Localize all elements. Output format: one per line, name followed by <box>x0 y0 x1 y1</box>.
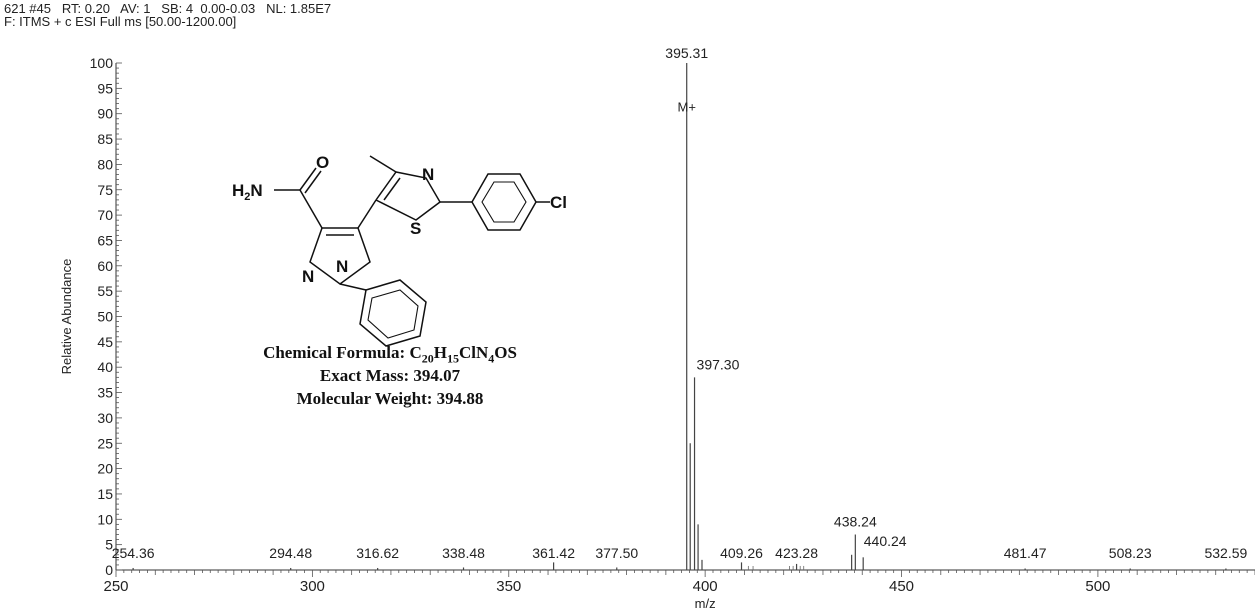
n-phenyl-ring <box>359 279 427 347</box>
x-tick-label: 450 <box>889 578 914 595</box>
peak-label: 361.42 <box>532 545 575 561</box>
chemical-formula: Chemical Formula: C20H15ClN4OS <box>263 343 517 366</box>
peak-label: 532.59 <box>1204 545 1247 561</box>
y-tick-label: 30 <box>97 410 113 426</box>
y-tick-label: 20 <box>97 461 113 477</box>
y-tick-label: 85 <box>97 131 113 147</box>
sulfur-label: S <box>410 219 421 238</box>
y-tick-label: 50 <box>97 309 113 325</box>
formula-element: ClN <box>458 343 489 362</box>
y-tick-label: 90 <box>97 106 113 122</box>
thiazole-double-bond <box>383 177 401 201</box>
y-tick-label: 65 <box>97 232 113 248</box>
y-tick-label: 45 <box>97 334 113 350</box>
y-tick-label: 35 <box>97 385 113 401</box>
pyrazole-n1-label: N <box>336 257 348 276</box>
peak-label: 423.28 <box>775 545 818 561</box>
pyrazole-thiazole-bond <box>357 199 377 229</box>
y-tick-label: 55 <box>97 283 113 299</box>
y-tick-label: 10 <box>97 511 113 527</box>
peak-label: 316.62 <box>356 545 399 561</box>
x-tick-label: 300 <box>300 578 325 595</box>
formula-element: C <box>409 343 422 362</box>
peak-label: 294.48 <box>269 545 312 561</box>
carbonyl-bond <box>299 167 317 191</box>
carboxamide-bond <box>299 189 323 229</box>
y-tick-label: 15 <box>97 486 113 502</box>
pyrazole-n2-label: N <box>302 267 314 286</box>
peak-label: 481.47 <box>1004 545 1047 561</box>
chlorine-label: Cl <box>550 193 567 212</box>
peak-label: 438.24 <box>834 514 877 530</box>
x-tick-label: 500 <box>1085 578 1110 595</box>
x-tick-label: 400 <box>693 578 718 595</box>
compound-info: Chemical Formula: C20H15ClN4OS Exact Mas… <box>205 341 575 410</box>
x-tick-label: 350 <box>496 578 521 595</box>
peak-label: 338.48 <box>442 545 485 561</box>
molecular-ion-annotation: M+ <box>678 100 696 115</box>
amide-nh2-label: H2N <box>232 181 263 203</box>
peak-label: 508.23 <box>1109 545 1152 561</box>
peak-label: 397.30 <box>697 356 740 372</box>
y-tick-label: 40 <box>97 359 113 375</box>
carbonyl-double-bond <box>304 170 322 194</box>
y-tick-label: 75 <box>97 182 113 198</box>
formula-value: C20H15ClN4OS <box>409 343 517 366</box>
y-tick-label: 80 <box>97 156 113 172</box>
y-tick-label: 5 <box>105 537 113 553</box>
formula-subscript: 4 <box>488 351 495 366</box>
x-axis-label: m/z <box>695 596 716 610</box>
formula-element: OS <box>494 343 517 362</box>
thiazole-n-label: N <box>422 165 434 184</box>
exact-mass: Exact Mass: 394.07 <box>319 366 461 385</box>
peak-label: 395.31 <box>665 45 708 61</box>
n-phenyl-bond <box>339 283 367 291</box>
formula-element: H <box>433 343 447 362</box>
x-tick-label: 250 <box>103 578 128 595</box>
y-tick-label: 70 <box>97 207 113 223</box>
chlorophenyl-inner-ring <box>481 181 527 223</box>
peak-label: 254.36 <box>112 545 155 561</box>
scan-info-header: 621 #45 RT: 0.20 AV: 1 SB: 4 0.00-0.03 N… <box>4 1 332 16</box>
y-tick-label: 60 <box>97 258 113 274</box>
molecular-structure: H2N O N S Cl N N <box>232 153 567 347</box>
peak-label: 377.50 <box>595 545 638 561</box>
y-tick-label: 95 <box>97 80 113 96</box>
thiazole-ring <box>375 171 441 221</box>
peak-label: 440.24 <box>864 533 907 549</box>
y-tick-label: 100 <box>90 55 114 71</box>
y-axis-label: Relative Abundance <box>59 259 74 375</box>
n-phenyl-inner-ring <box>367 289 419 339</box>
formula-subscript: 15 <box>446 351 459 366</box>
filter-info-header: F: ITMS + c ESI Full ms [50.00-1200.00] <box>4 14 237 29</box>
methyl-bond <box>369 155 397 173</box>
y-tick-label: 0 <box>105 562 113 578</box>
formula-subscript: 20 <box>421 351 434 366</box>
pyrazole-ring <box>309 227 371 285</box>
peak-label: 409.26 <box>720 545 763 561</box>
molecular-weight: Molecular Weight: 394.88 <box>296 389 484 408</box>
oxygen-label: O <box>316 153 329 172</box>
y-tick-label: 25 <box>97 435 113 451</box>
